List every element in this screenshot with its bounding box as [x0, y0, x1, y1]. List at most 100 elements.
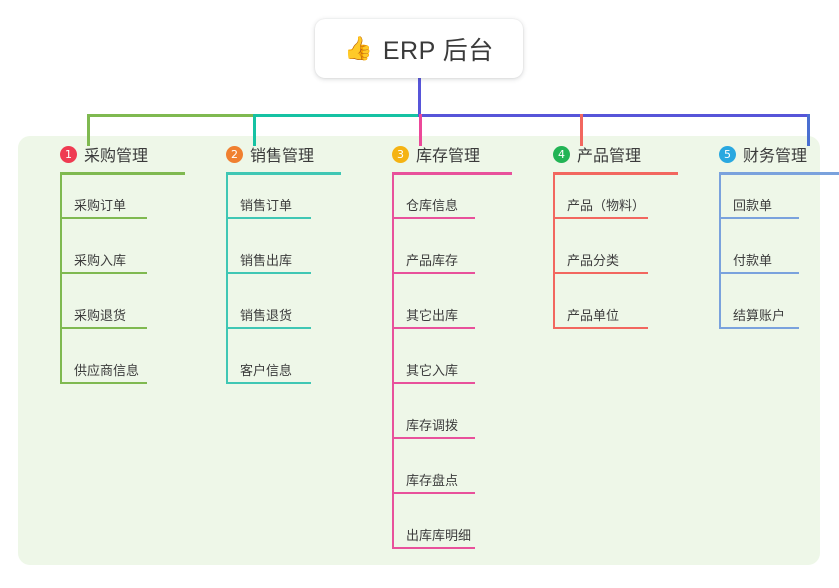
branch-stem-4 [553, 175, 555, 329]
branch-items-5: 回款单付款单结算账户 [719, 175, 839, 340]
list-item[interactable]: 库存调拨 [392, 395, 512, 450]
list-item-underline [719, 327, 799, 329]
branch-drop-1 [87, 114, 90, 146]
list-item[interactable]: 销售退货 [226, 285, 341, 340]
list-item-label: 仓库信息 [406, 198, 459, 213]
branch-badge-3: 3 [392, 145, 409, 163]
list-item-underline [392, 272, 475, 274]
list-item[interactable]: 付款单 [719, 230, 839, 285]
root-trunk-connector [418, 78, 421, 116]
branch-title-2: 销售管理 [250, 148, 315, 165]
list-item-label: 采购入库 [74, 253, 127, 268]
list-item-underline [553, 272, 648, 274]
thumbs-up-icon: 👍 [344, 35, 373, 61]
branch-drop-4 [580, 114, 583, 146]
connector-bar-teal [253, 114, 420, 117]
list-item[interactable]: 出库库明细 [392, 505, 512, 560]
list-item-underline [226, 382, 311, 384]
list-item[interactable]: 产品单位 [553, 285, 678, 340]
branch-header-3[interactable]: 3 库存管理 [372, 136, 512, 172]
branch-title-4: 产品管理 [577, 148, 642, 165]
branch-underline-5 [719, 172, 839, 175]
list-item-label: 其它出库 [406, 308, 459, 323]
branch-stem-2 [226, 175, 228, 384]
branch-badge-4: 4 [553, 145, 570, 163]
list-item-label: 结算账户 [733, 308, 786, 323]
list-item-underline [392, 437, 475, 439]
branch-underline-4 [553, 172, 678, 175]
list-item[interactable]: 采购订单 [60, 175, 185, 230]
list-item-underline [392, 217, 475, 219]
branch-header-2[interactable]: 2 销售管理 [206, 136, 341, 172]
list-item[interactable]: 产品库存 [392, 230, 512, 285]
connector-bar-green [87, 114, 255, 117]
list-item-label: 库存调拨 [406, 418, 459, 433]
branch-drop-3 [419, 114, 422, 146]
list-item-label: 库存盘点 [406, 473, 459, 488]
branch-items-1: 采购订单采购入库采购退货供应商信息 [60, 175, 185, 395]
list-item[interactable]: 仓库信息 [392, 175, 512, 230]
list-item[interactable]: 客户信息 [226, 340, 341, 395]
list-item-underline [392, 492, 475, 494]
list-item-underline [60, 217, 147, 219]
root-node[interactable]: 👍 ERP 后台 [315, 19, 523, 78]
branch-badge-5: 5 [719, 145, 736, 163]
list-item-underline [392, 547, 475, 549]
list-item-label: 付款单 [733, 253, 773, 268]
list-item-underline [60, 327, 147, 329]
list-item-label: 产品分类 [567, 253, 620, 268]
branch-column-4: 4 产品管理产品（物料） 产品分类产品单位 [533, 136, 678, 340]
list-item-label: 供应商信息 [74, 363, 140, 378]
branch-drop-5 [807, 114, 810, 146]
list-item[interactable]: 其它入库 [392, 340, 512, 395]
list-item[interactable]: 销售出库 [226, 230, 341, 285]
branch-title-3: 库存管理 [416, 148, 481, 165]
list-item-label: 销售退货 [240, 308, 293, 323]
list-item[interactable]: 供应商信息 [60, 340, 185, 395]
root-title: ERP 后台 [382, 36, 494, 65]
list-item[interactable]: 其它出库 [392, 285, 512, 340]
list-item[interactable]: 产品分类 [553, 230, 678, 285]
list-item[interactable]: 销售订单 [226, 175, 341, 230]
list-item[interactable]: 回款单 [719, 175, 839, 230]
list-item-label: 产品（物料） [567, 198, 646, 213]
branch-underline-1 [60, 172, 185, 175]
list-item[interactable]: 库存盘点 [392, 450, 512, 505]
list-item-underline [226, 327, 311, 329]
list-item-label: 客户信息 [240, 363, 293, 378]
branch-column-3: 3 库存管理仓库信息产品库存其它出库其它入库库存调拨库存盘点出库库明细 [372, 136, 512, 560]
branch-underline-3 [392, 172, 512, 175]
list-item-underline [226, 272, 311, 274]
list-item[interactable]: 采购退货 [60, 285, 185, 340]
list-item-label: 产品单位 [567, 308, 620, 323]
list-item-label: 产品库存 [406, 253, 459, 268]
branch-items-2: 销售订单销售出库销售退货客户信息 [226, 175, 341, 395]
branch-badge-2: 2 [226, 145, 243, 163]
list-item-underline [60, 382, 147, 384]
list-item-label: 销售订单 [240, 198, 293, 213]
branch-items-3: 仓库信息产品库存其它出库其它入库库存调拨库存盘点出库库明细 [392, 175, 512, 560]
list-item-underline [226, 217, 311, 219]
list-item-underline [392, 382, 475, 384]
branch-header-4[interactable]: 4 产品管理 [533, 136, 678, 172]
list-item-label: 其它入库 [406, 363, 459, 378]
list-item-label: 回款单 [733, 198, 773, 213]
list-item-underline [60, 272, 147, 274]
branch-column-5: 5 财务管理回款单付款单结算账户 [699, 136, 839, 340]
list-item[interactable]: 采购入库 [60, 230, 185, 285]
list-item[interactable]: 产品（物料） [553, 175, 678, 230]
branch-stem-3 [392, 175, 394, 549]
list-item-label: 销售出库 [240, 253, 293, 268]
list-item[interactable]: 结算账户 [719, 285, 839, 340]
branch-drop-2 [253, 114, 256, 146]
branch-badge-1: 1 [60, 145, 77, 163]
branch-title-5: 财务管理 [743, 148, 808, 165]
list-item-label: 出库库明细 [406, 528, 472, 543]
list-item-underline [553, 327, 648, 329]
list-item-underline [719, 217, 799, 219]
branch-header-5[interactable]: 5 财务管理 [699, 136, 839, 172]
connector-bar-purple [418, 114, 810, 117]
